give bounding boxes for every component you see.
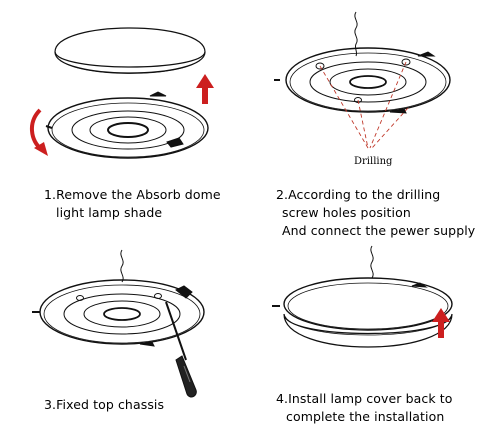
step-1-illustration xyxy=(30,27,214,159)
step-3-caption: 3.Fixed top chassis xyxy=(44,396,164,414)
step-1-panel: 1.Remove the Absorb dome light lamp shad… xyxy=(0,0,250,220)
dome-shade xyxy=(54,27,206,74)
screwdriver-icon xyxy=(165,301,197,398)
step-2-panel: Drilling 2.According to the drilling scr… xyxy=(250,0,500,240)
step-4-line-2: complete the installation xyxy=(286,409,445,424)
chassis-top xyxy=(274,47,451,114)
step-3-panel: 3.Fixed top chassis xyxy=(0,240,250,440)
step-1-line-1: 1.Remove the Absorb dome xyxy=(44,187,221,202)
power-wire-icon xyxy=(370,245,374,279)
drilling-label: Drilling xyxy=(354,156,393,167)
up-arrow-icon xyxy=(432,308,450,338)
step-4-caption: 4.Install lamp cover back to complete th… xyxy=(276,390,453,426)
chassis-base xyxy=(45,91,209,159)
power-wire-icon xyxy=(120,249,124,283)
step-2-line-3: And connect the pewer supply xyxy=(282,223,476,238)
step-4-illustration xyxy=(272,245,453,348)
step-2-caption: 2.According to the drilling screw holes … xyxy=(276,186,475,240)
step-4-panel: 4.Install lamp cover back to complete th… xyxy=(250,240,500,440)
step-4-line-1: 4.Install lamp cover back to xyxy=(276,391,453,406)
rotate-arrow-icon xyxy=(30,108,48,156)
power-wire-icon xyxy=(354,11,358,57)
step-2-line-2: screw holes position xyxy=(282,205,411,220)
installed-lamp xyxy=(272,277,453,348)
up-arrow-icon xyxy=(196,74,214,104)
step-2-illustration xyxy=(274,11,451,149)
chassis-fixed xyxy=(32,279,205,347)
step-2-line-1: 2.According to the drilling xyxy=(276,187,441,202)
step-1-caption: 1.Remove the Absorb dome light lamp shad… xyxy=(44,186,221,222)
step-3-line-1: 3.Fixed top chassis xyxy=(44,397,165,412)
drilling-guides xyxy=(319,61,409,149)
step-3-illustration xyxy=(32,249,205,398)
step-1-line-2: light lamp shade xyxy=(56,205,163,220)
